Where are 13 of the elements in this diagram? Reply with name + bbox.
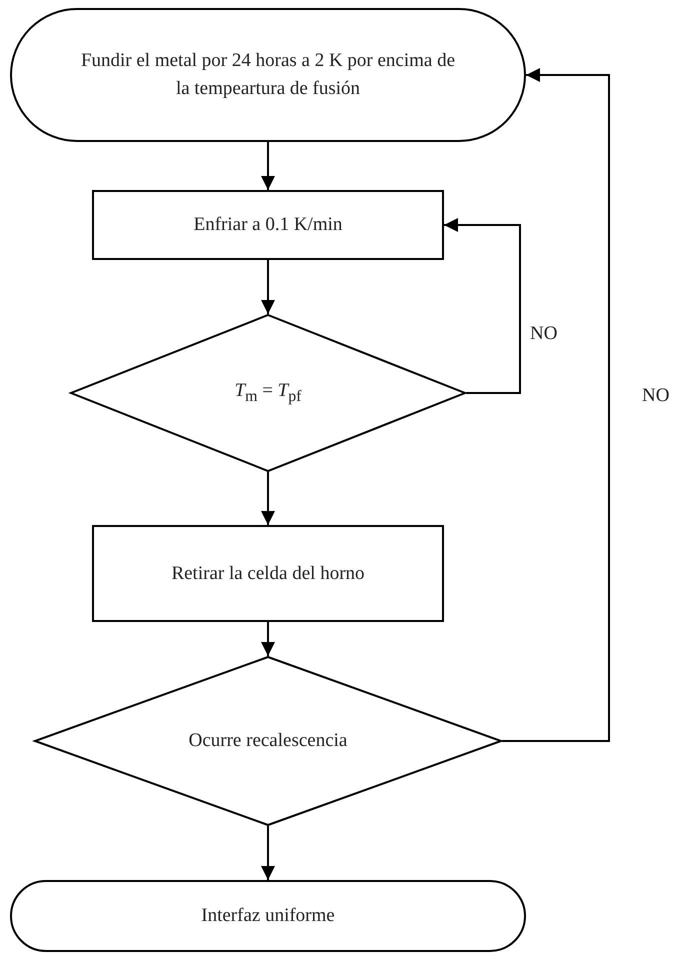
arrow: [261, 260, 275, 314]
step-text: Enfriar a 0.1 K/min: [194, 213, 342, 238]
arrow: [261, 472, 275, 525]
step-text: Retirar la celda del horno: [171, 562, 365, 586]
step-text: Fundir el metal por 24 horas a 2 K por encima de la tempeartura de fusión: [80, 49, 456, 101]
arrow: [261, 142, 275, 190]
arrow: [444, 218, 521, 394]
equation-text: T$_{m}$ = T$_{pf}$: [234, 379, 302, 407]
arrow: [261, 622, 275, 656]
arrow: [502, 68, 610, 742]
arrow: [261, 826, 275, 880]
step-text: Ocurre recalescencia: [188, 729, 348, 754]
step-text: Interfaz uniforme: [201, 904, 335, 928]
